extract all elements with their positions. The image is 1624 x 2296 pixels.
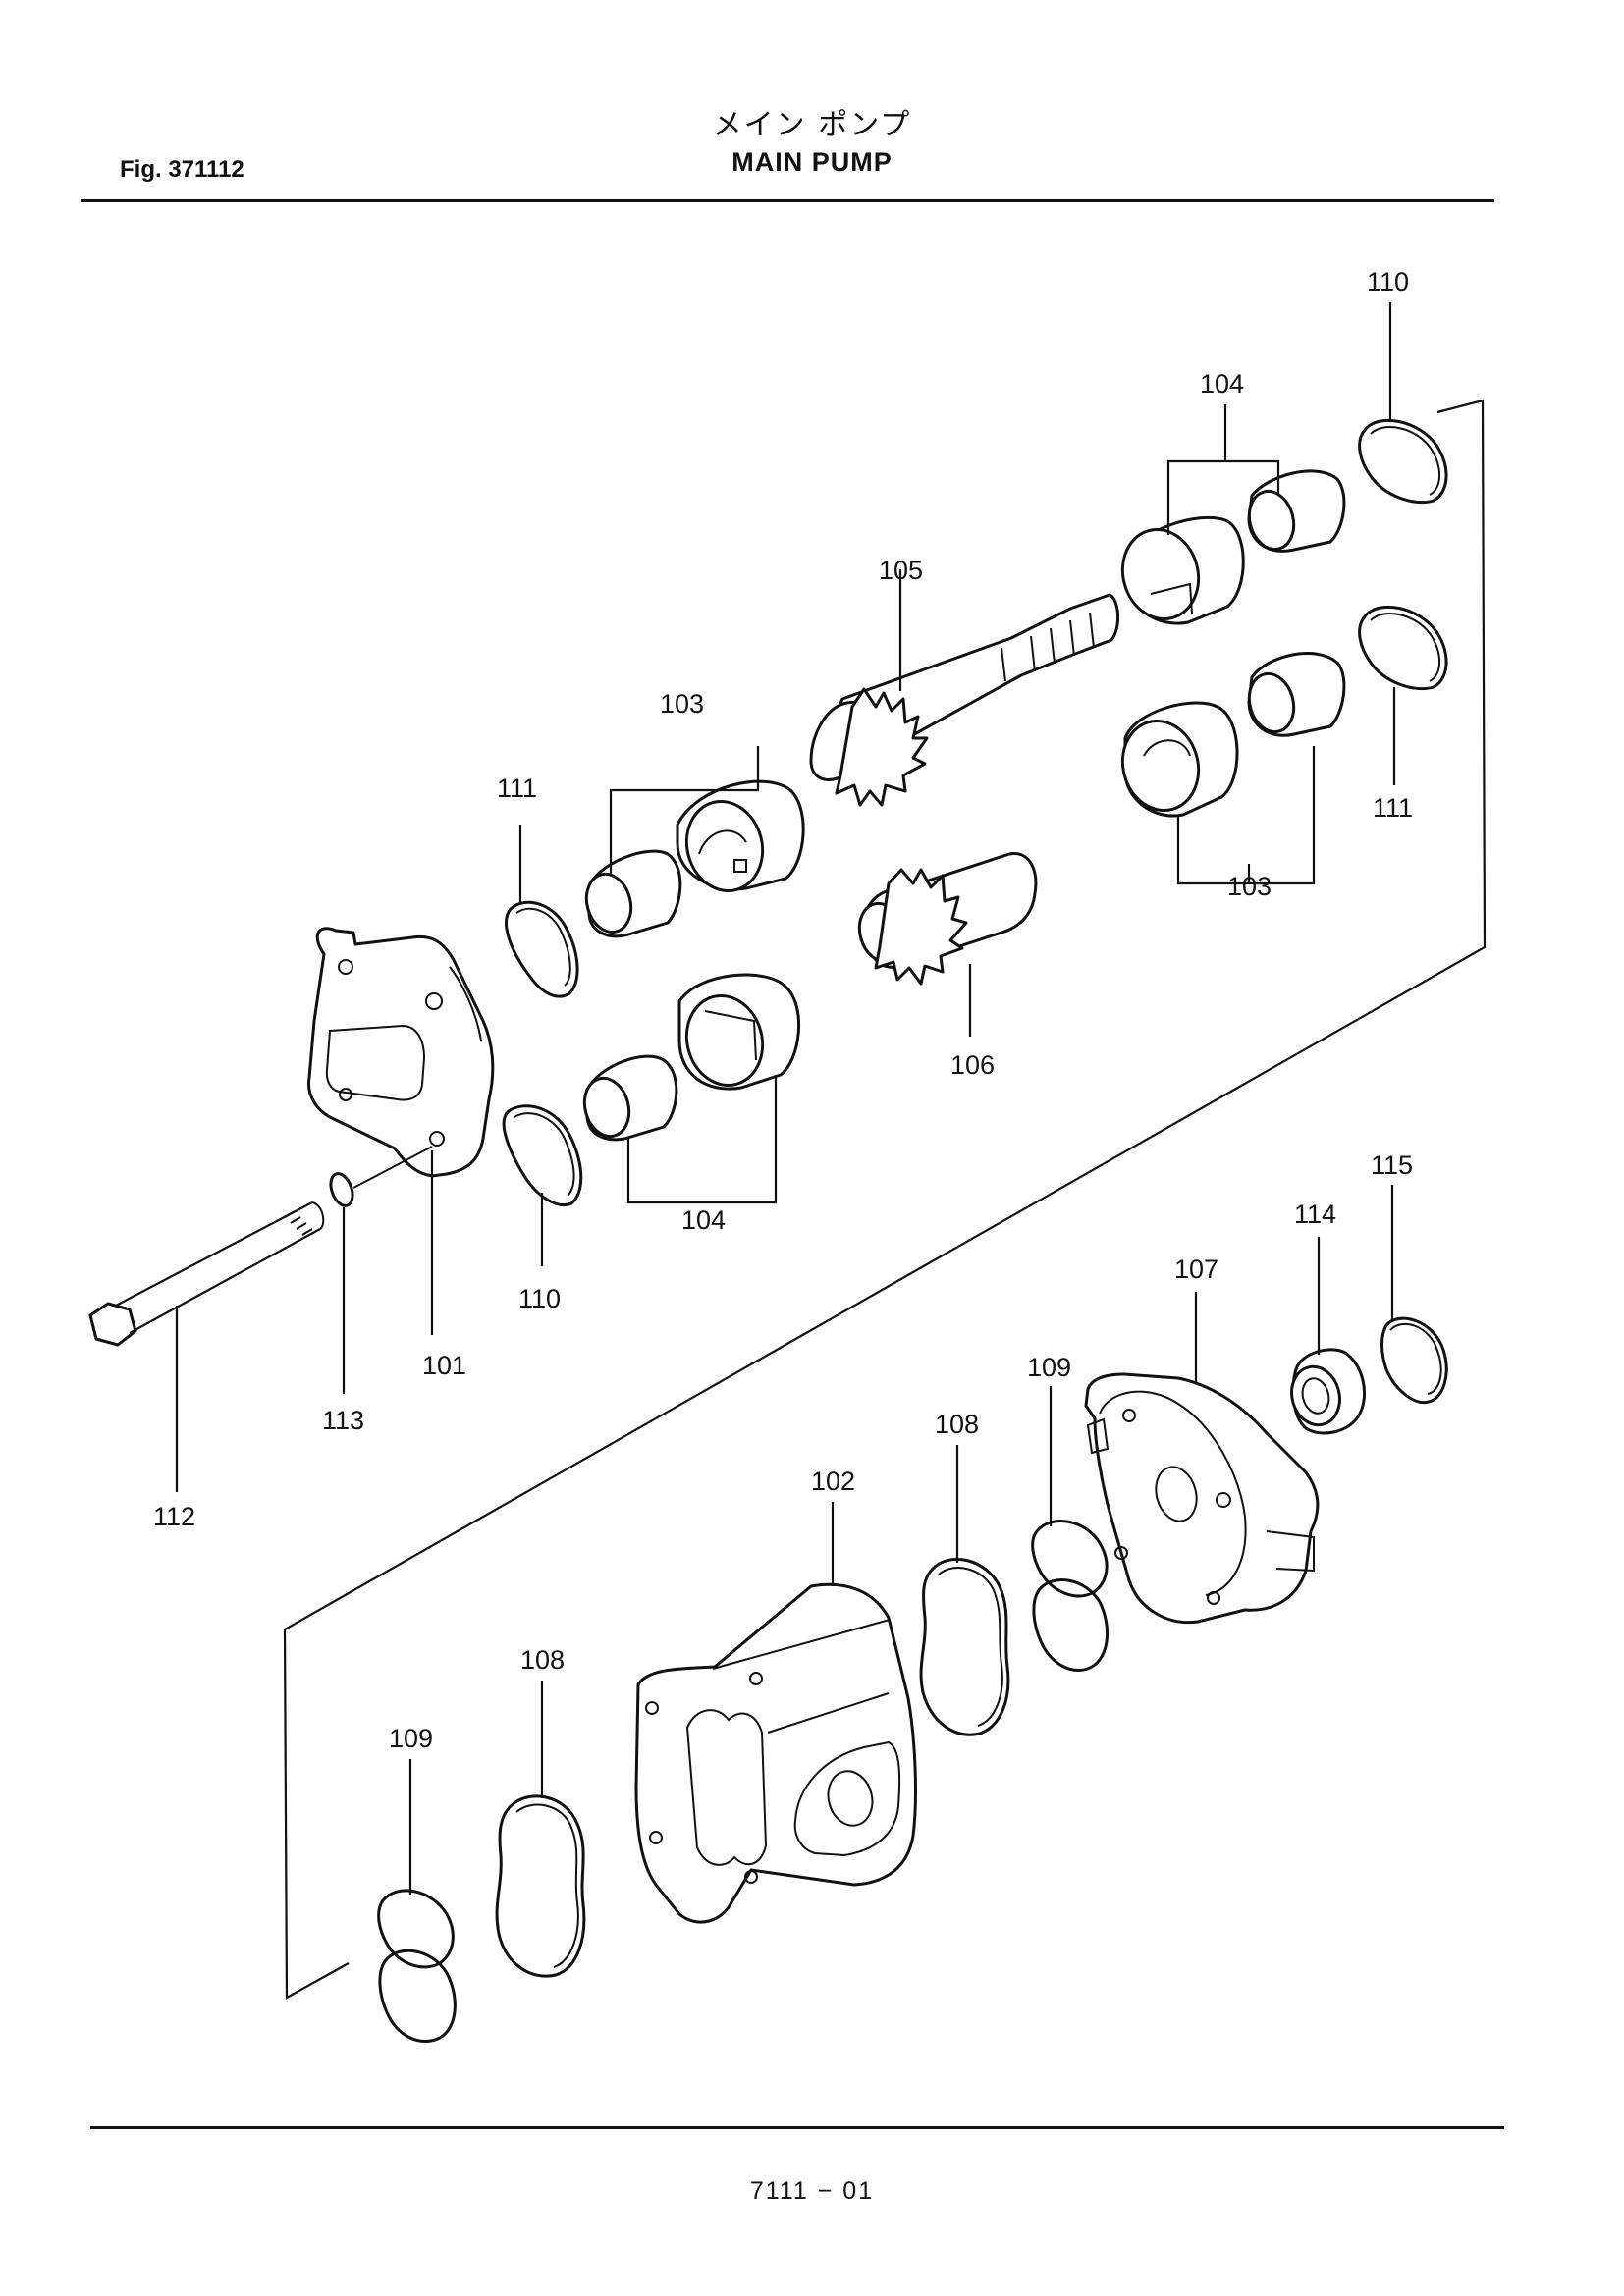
part-102-pump-housing[interactable] (634, 1502, 917, 1924)
callout-113: 113 (322, 1406, 364, 1435)
part-114-oil-seal[interactable] (1285, 1237, 1367, 1435)
figure-number: Fig. 371112 (120, 156, 244, 183)
callout-111-right: 111 (1373, 793, 1413, 823)
bracket-104-lower (626, 1075, 778, 1204)
part-108-seal-right[interactable] (919, 1557, 1010, 1736)
part-109-ring-right[interactable] (1031, 1520, 1110, 1673)
part-113-washer[interactable] (327, 1146, 433, 1394)
part-115-snap-ring[interactable] (1380, 1185, 1448, 1405)
callout-101: 101 (422, 1351, 466, 1380)
part-111-ring-right[interactable] (1358, 605, 1448, 691)
callout-103-upper: 103 (660, 689, 704, 719)
callout-108-left: 108 (520, 1645, 565, 1675)
callout-104-lower: 104 (681, 1205, 726, 1235)
callout-110-upper: 110 (1367, 267, 1409, 296)
part-104-bushing-upper[interactable] (1112, 469, 1346, 627)
part-103-bushing-lower[interactable] (1112, 652, 1346, 820)
callout-110-lower: 110 (518, 1284, 561, 1313)
title-english: MAIN PUMP (731, 147, 893, 177)
callout-108-right: 108 (935, 1410, 979, 1439)
footer-rule (90, 2126, 1504, 2129)
assembly-boundary (283, 399, 1487, 2000)
callout-102: 102 (811, 1467, 855, 1496)
callout-112: 112 (153, 1502, 195, 1531)
part-110-ring-left[interactable] (502, 1104, 583, 1206)
callout-105: 105 (879, 556, 923, 585)
part-111-ring-left[interactable] (505, 900, 579, 998)
callout-107: 107 (1174, 1255, 1218, 1284)
callout-114: 114 (1294, 1200, 1336, 1229)
callout-109-left: 109 (389, 1724, 433, 1753)
callout-111-left: 111 (497, 774, 537, 803)
part-103-bushing-upper[interactable] (580, 779, 805, 938)
bracket-103-lower (1176, 746, 1316, 885)
part-104-bushing-lower[interactable] (578, 973, 801, 1142)
callout-104-upper: 104 (1200, 369, 1244, 399)
part-101-front-cover[interactable] (306, 927, 495, 1178)
callout-115: 115 (1371, 1150, 1413, 1180)
bracket-104-upper (1166, 459, 1280, 535)
part-108-seal-left[interactable] (495, 1794, 586, 1978)
part-110-ring-right[interactable] (1358, 418, 1448, 505)
title-japanese: メイン ポンプ (712, 108, 912, 142)
callout-labels: 101 102 103 103 104 104 105 106 107 108 … (153, 267, 1413, 1753)
part-107-rear-cover[interactable] (1084, 1292, 1320, 1625)
part-109-ring-left[interactable] (377, 1889, 457, 2044)
callout-109-right: 109 (1027, 1353, 1071, 1382)
part-106-driven-gear[interactable] (853, 852, 1038, 1037)
callout-103-lower: 103 (1227, 872, 1272, 901)
part-105-drive-gear-shaft[interactable] (809, 569, 1119, 807)
page-code: 7111 − 01 (749, 2177, 875, 2205)
bracket-103-upper (609, 746, 760, 874)
callout-106: 106 (950, 1050, 995, 1080)
part-112-bolt[interactable] (88, 1201, 325, 1492)
header-rule (81, 199, 1494, 202)
